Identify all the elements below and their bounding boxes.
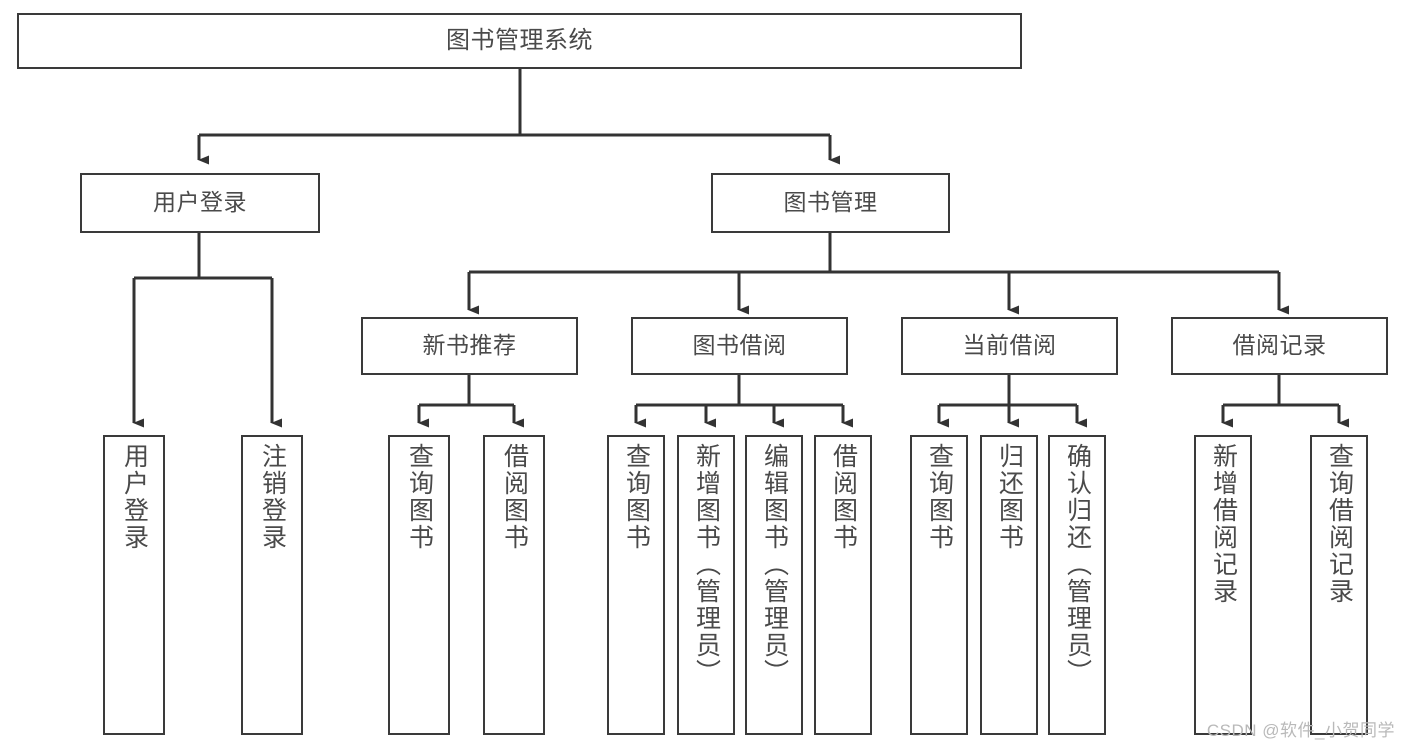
leaf-node-query-borrow-record-label: 查询借阅记录 bbox=[1325, 443, 1354, 605]
leaf-node-query-book-borrow-label: 查询图书 bbox=[622, 443, 651, 551]
leaf-node-return-book-label: 归还图书 bbox=[995, 443, 1024, 551]
leaf-node-borrow-book[interactable]: 借阅图书 bbox=[814, 435, 872, 735]
leaf-node-return-book[interactable]: 归还图书 bbox=[980, 435, 1038, 735]
leaf-node-confirm-return-admin-label: 确认归还（管理员） bbox=[1063, 443, 1092, 686]
node-current-borrow-label: 当前借阅 bbox=[962, 332, 1057, 359]
leaf-node-edit-book-admin-label: 编辑图书（管理员） bbox=[760, 443, 789, 686]
leaf-node-query-book-current[interactable]: 查询图书 bbox=[910, 435, 968, 735]
node-book-management[interactable]: 图书管理 bbox=[711, 173, 950, 233]
leaf-node-query-book-newbook-label: 查询图书 bbox=[405, 443, 434, 551]
node-root-system[interactable]: 图书管理系统 bbox=[17, 13, 1022, 69]
leaf-node-query-book-current-label: 查询图书 bbox=[925, 443, 954, 551]
leaf-node-user-login-label: 用户登录 bbox=[120, 443, 149, 551]
leaf-node-logout[interactable]: 注销登录 bbox=[241, 435, 303, 735]
node-user-login[interactable]: 用户登录 bbox=[80, 173, 320, 233]
csdn-watermark: CSDN @软件_小贺同学 bbox=[1206, 721, 1395, 740]
node-book-borrow[interactable]: 图书借阅 bbox=[631, 317, 848, 375]
leaf-node-user-login[interactable]: 用户登录 bbox=[103, 435, 165, 735]
node-borrow-record[interactable]: 借阅记录 bbox=[1171, 317, 1388, 375]
leaf-node-borrow-book-label: 借阅图书 bbox=[829, 443, 858, 551]
leaf-node-query-borrow-record[interactable]: 查询借阅记录 bbox=[1310, 435, 1368, 735]
leaf-node-query-book-borrow[interactable]: 查询图书 bbox=[607, 435, 665, 735]
leaf-node-borrow-book-newbook-label: 借阅图书 bbox=[500, 443, 529, 551]
leaf-node-add-borrow-record-label: 新增借阅记录 bbox=[1209, 443, 1238, 605]
node-user-login-label: 用户登录 bbox=[153, 189, 247, 216]
leaf-node-query-book-newbook[interactable]: 查询图书 bbox=[388, 435, 450, 735]
node-new-book-recommend[interactable]: 新书推荐 bbox=[361, 317, 578, 375]
leaf-node-borrow-book-newbook[interactable]: 借阅图书 bbox=[483, 435, 545, 735]
node-current-borrow[interactable]: 当前借阅 bbox=[901, 317, 1118, 375]
leaf-node-add-book-admin-label: 新增图书（管理员） bbox=[692, 443, 721, 686]
leaf-node-add-borrow-record[interactable]: 新增借阅记录 bbox=[1194, 435, 1252, 735]
node-new-book-recommend-label: 新书推荐 bbox=[422, 332, 517, 359]
node-borrow-record-label: 借阅记录 bbox=[1232, 332, 1327, 359]
node-book-borrow-label: 图书借阅 bbox=[692, 332, 787, 359]
node-root-system-label: 图书管理系统 bbox=[446, 26, 593, 54]
leaf-node-edit-book-admin[interactable]: 编辑图书（管理员） bbox=[745, 435, 803, 735]
leaf-node-confirm-return-admin[interactable]: 确认归还（管理员） bbox=[1048, 435, 1106, 735]
leaf-node-logout-label: 注销登录 bbox=[258, 443, 287, 551]
node-book-management-label: 图书管理 bbox=[783, 189, 878, 216]
leaf-node-add-book-admin[interactable]: 新增图书（管理员） bbox=[677, 435, 735, 735]
